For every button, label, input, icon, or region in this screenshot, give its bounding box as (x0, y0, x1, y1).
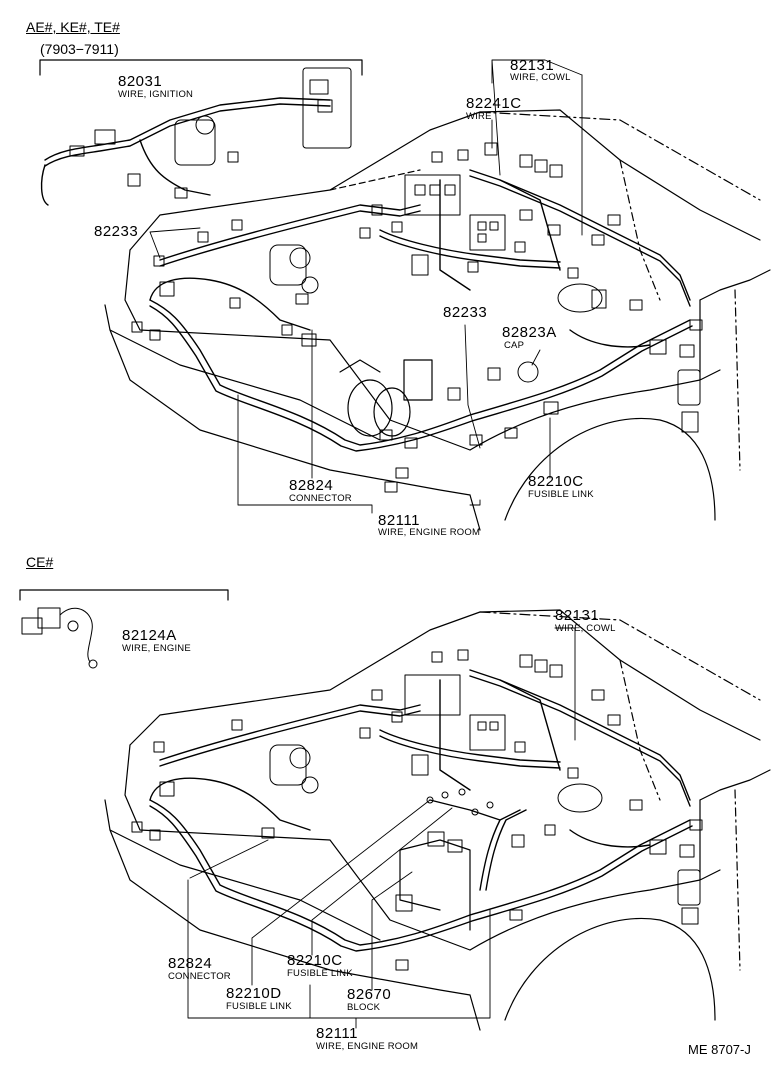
part-82111-number: 82111 (378, 512, 420, 529)
part-82131-bottom-number: 82131 (555, 607, 600, 624)
top-section-drawing (39, 59, 771, 531)
top-date-range: (7903−7911) (40, 41, 119, 57)
part-82124a-desc: WIRE, ENGINE (122, 643, 191, 654)
part-82210d-number: 82210D (226, 985, 282, 1002)
top-components (69, 67, 703, 493)
part-82111-bottom-desc: WIRE, ENGINE ROOM (316, 1041, 419, 1052)
bottom-leader-lines (187, 627, 576, 1029)
part-82031-number: 82031 (118, 73, 163, 90)
part-82131-desc: WIRE, COWL (510, 72, 571, 83)
top-car-body (104, 109, 771, 531)
ignition-inset-bracket (39, 59, 363, 76)
top-leader-lines (149, 59, 583, 514)
top-models-heading: AE#, KE#, TE# (26, 19, 120, 35)
part-82823a-number: 82823A (502, 324, 557, 341)
part-82823a-desc: CAP (504, 340, 525, 351)
bottom-components (131, 649, 703, 971)
part-82241c-desc: WIRE (466, 111, 492, 122)
top-harness (40, 97, 693, 452)
part-82031-desc: WIRE, IGNITION (118, 89, 194, 100)
bottom-models-heading: CE# (26, 554, 54, 570)
engine-wire-inset-bracket (19, 589, 229, 601)
part-82233-number-left: 82233 (94, 223, 139, 240)
part-82111-bottom-number: 82111 (316, 1025, 358, 1042)
part-82210d-desc: FUSIBLE LINK (226, 1001, 292, 1012)
footer-code: ME 8707-J (688, 1042, 751, 1057)
bottom-car-body (104, 609, 771, 1031)
part-82210c-desc: FUSIBLE LINK (528, 489, 594, 500)
part-82824-bottom-number: 82824 (168, 955, 213, 972)
part-82210c-number: 82210C (528, 473, 584, 490)
part-82210c-bottom-number: 82210C (287, 952, 343, 969)
part-82131-number: 82131 (510, 57, 555, 74)
bottom-section-drawing (19, 589, 771, 1031)
engine-wire-inset (21, 607, 98, 669)
part-82233-number-center: 82233 (443, 304, 488, 321)
part-82111-desc: WIRE, ENGINE ROOM (378, 527, 481, 538)
part-82670-desc: BLOCK (347, 1002, 381, 1013)
bottom-harness (149, 669, 693, 952)
part-82670-number: 82670 (347, 986, 392, 1003)
part-82210c-bottom-desc: FUSIBLE LINK (287, 968, 353, 979)
part-82131-bottom-desc: WIRE, COWL (555, 623, 616, 634)
part-82241c-number: 82241C (466, 95, 522, 112)
part-82824-number: 82824 (289, 477, 334, 494)
part-82824-desc: CONNECTOR (289, 493, 352, 504)
part-82124a-number: 82124A (122, 627, 177, 644)
part-82824-bottom-desc: CONNECTOR (168, 971, 231, 982)
